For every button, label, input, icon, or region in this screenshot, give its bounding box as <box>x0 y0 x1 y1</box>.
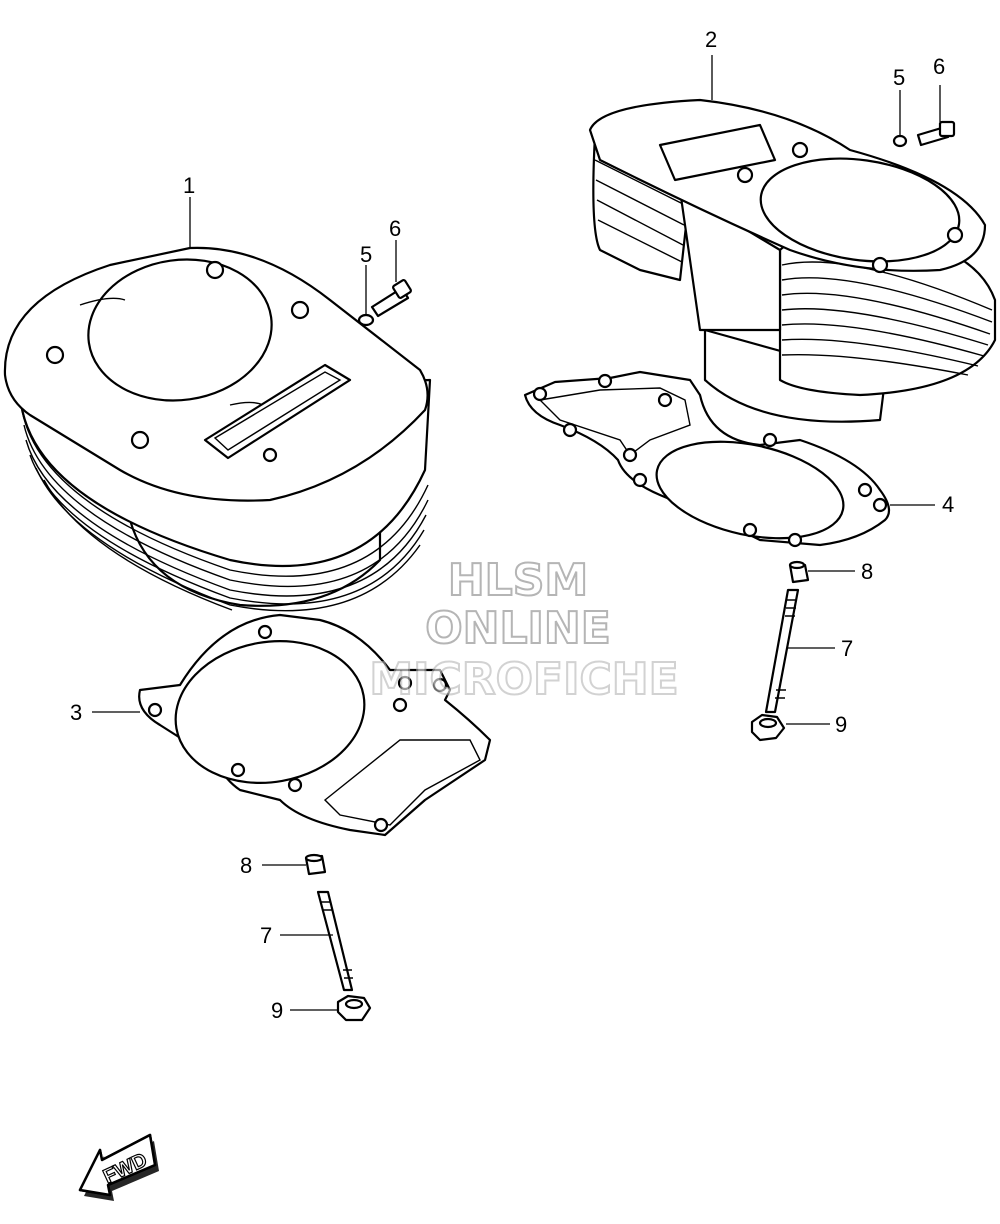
rear-base-gasket <box>523 370 935 548</box>
callout-3: 3 <box>70 700 82 725</box>
callout-9-rear: 9 <box>835 712 847 737</box>
front-flange-nut <box>290 994 372 1022</box>
watermark-line-2: ONLINE <box>425 603 611 654</box>
callout-8-front: 8 <box>240 853 252 878</box>
front-stud-bolt <box>280 890 354 992</box>
callout-4: 4 <box>942 492 954 517</box>
callout-2: 2 <box>705 27 717 52</box>
callout-1: 1 <box>183 173 195 198</box>
callout-5-rear: 5 <box>893 65 905 90</box>
rear-flange-nut <box>750 713 830 742</box>
front-dowel-pin <box>262 853 327 876</box>
front-base-gasket <box>92 613 492 837</box>
callout-6-front: 6 <box>389 216 401 241</box>
front-fitting-bolt <box>370 240 412 318</box>
watermark-line-1: HLSM <box>448 555 588 606</box>
callout-7-rear: 7 <box>841 636 853 661</box>
callout-8-rear: 8 <box>861 559 873 584</box>
forward-arrow-icon: FWD <box>78 1133 159 1201</box>
rear-washer <box>892 90 908 148</box>
rear-dowel-pin <box>788 560 855 584</box>
watermark-line-3: MICROFICHE <box>369 654 678 705</box>
callout-7-front: 7 <box>260 923 272 948</box>
callout-5-front: 5 <box>360 242 372 267</box>
front-cylinder <box>3 197 432 612</box>
front-washer <box>357 265 375 327</box>
callout-9-front: 9 <box>271 998 283 1023</box>
rear-fitting-bolt <box>916 85 956 147</box>
rear-stud-bolt <box>764 588 835 714</box>
callout-6-rear: 6 <box>933 54 945 79</box>
rear-cylinder <box>588 55 997 423</box>
watermark: HLSM ONLINE MICROFICHE <box>368 554 679 706</box>
